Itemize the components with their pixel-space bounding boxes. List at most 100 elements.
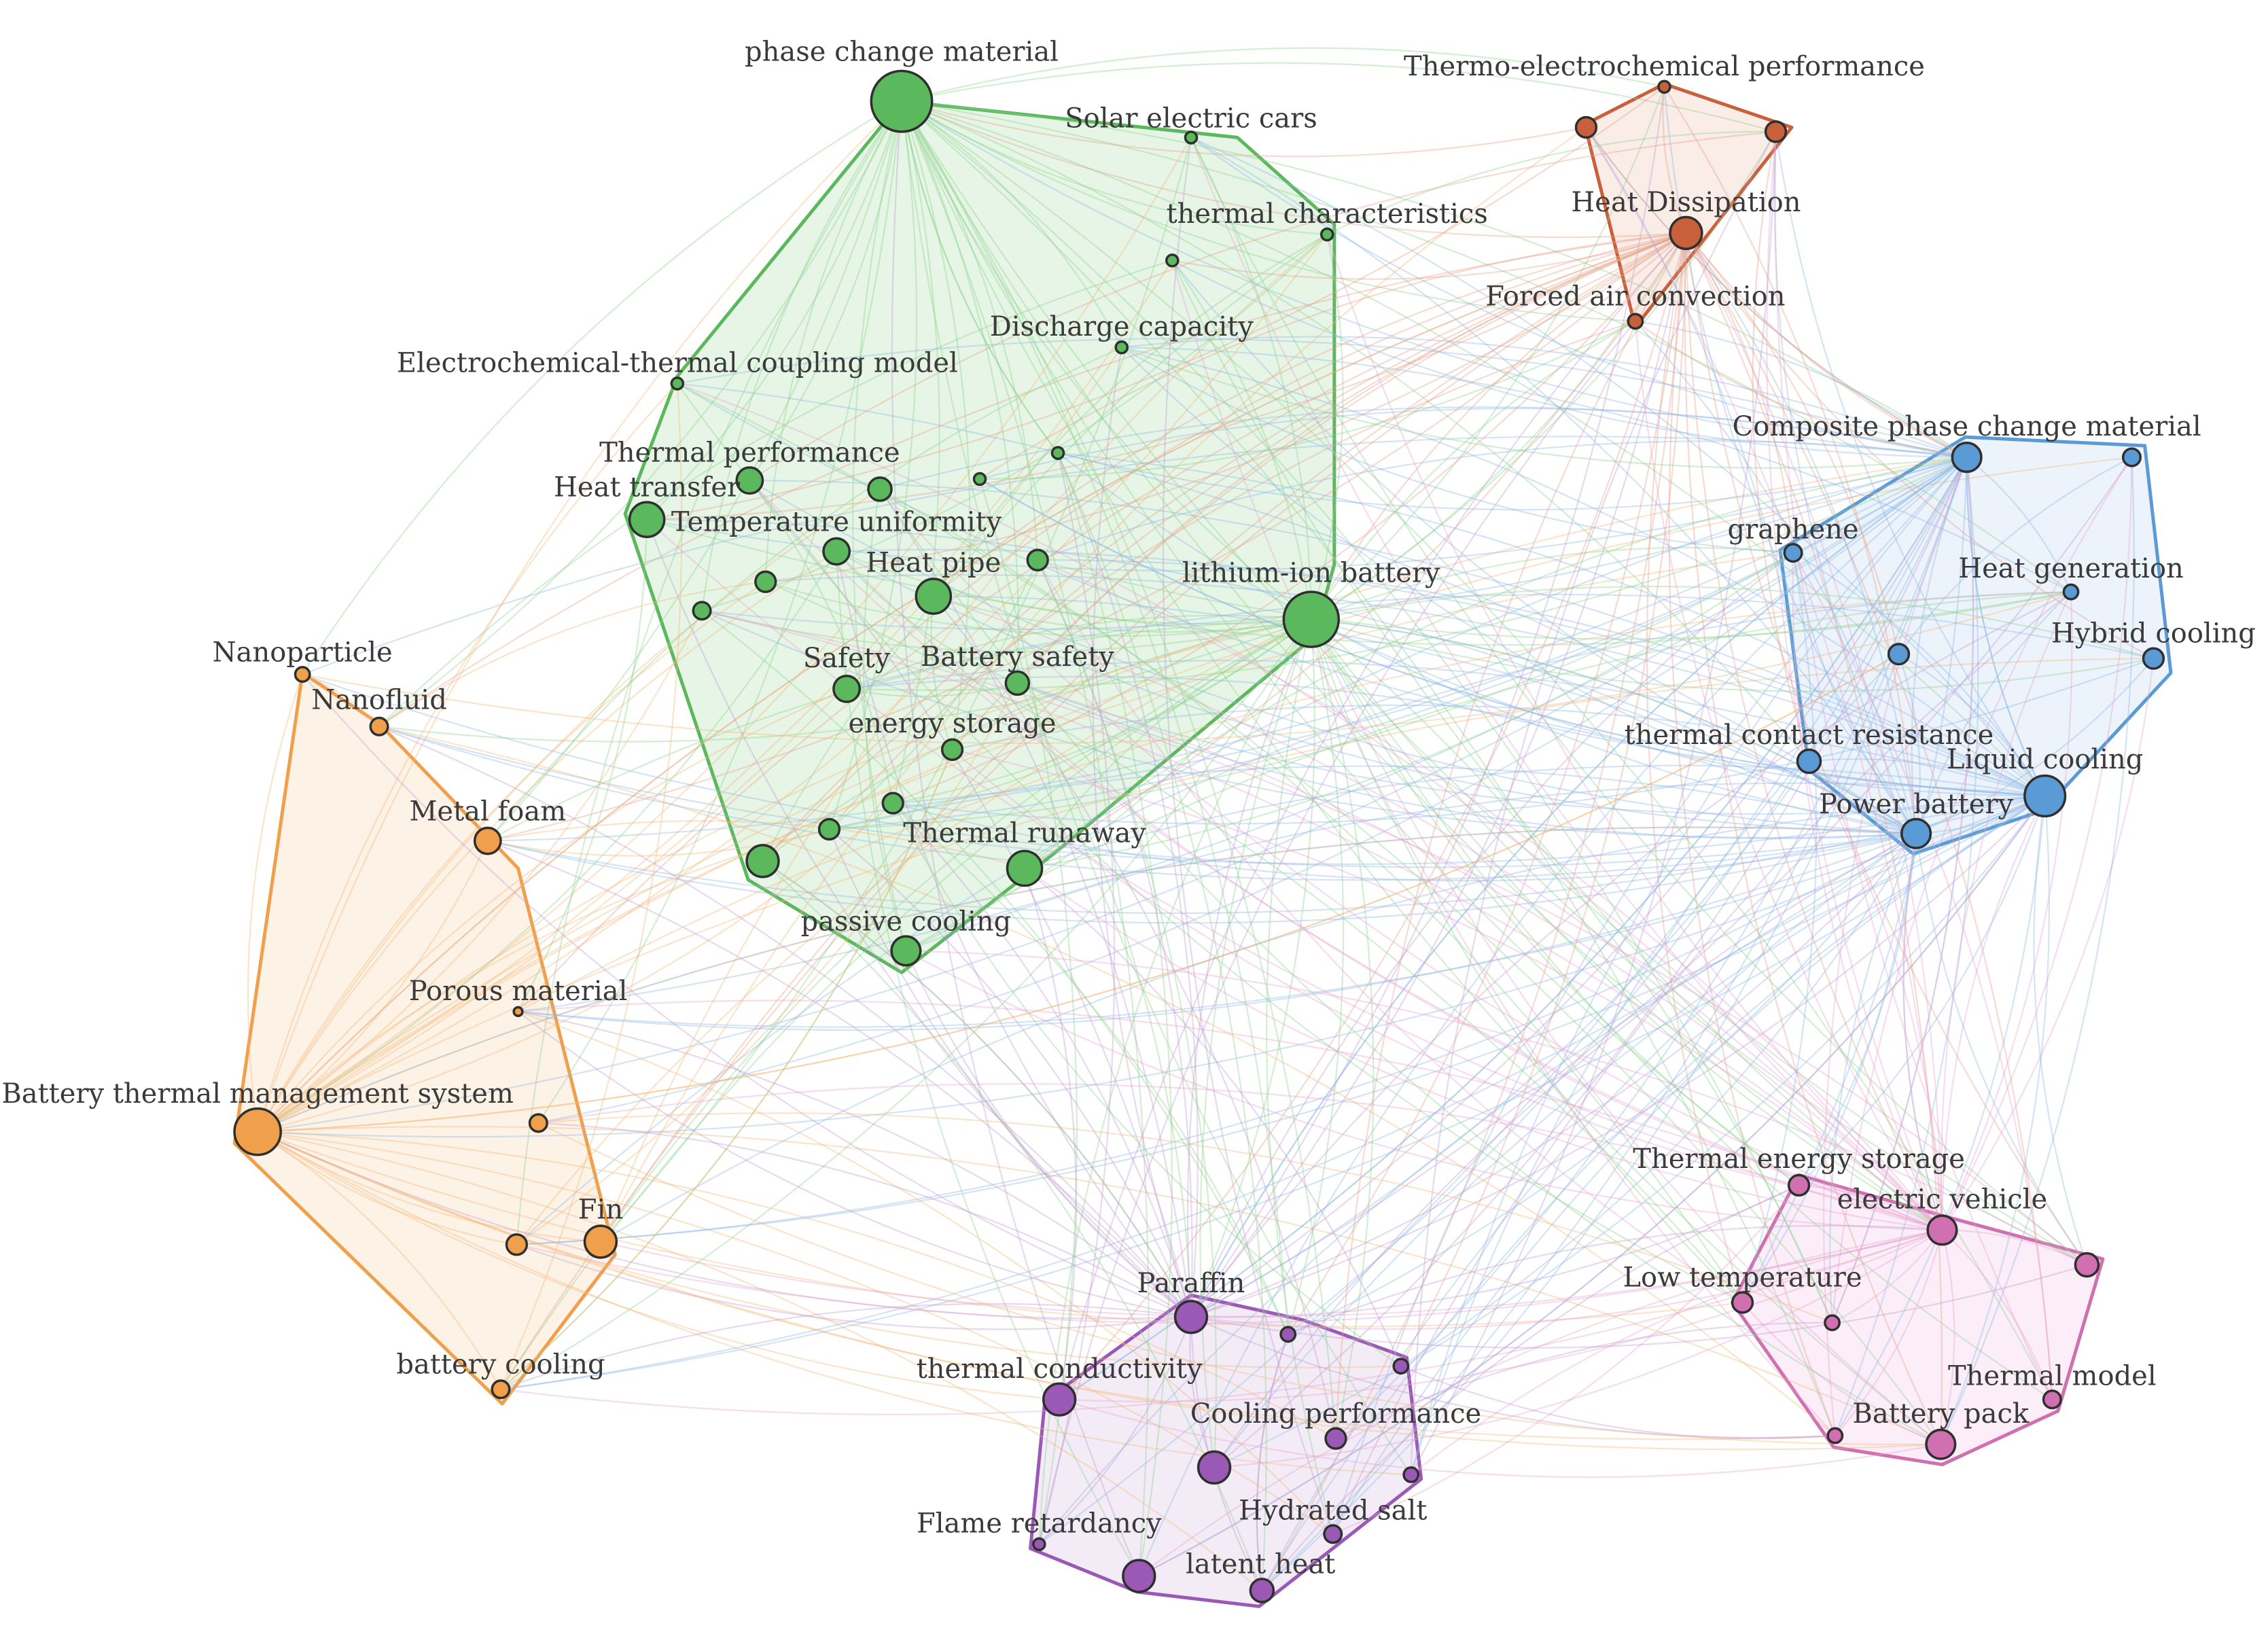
node-thermal-model[interactable] [2042,1389,2062,1410]
edge [1310,619,1943,1231]
edge [893,618,1312,804]
node-fin[interactable] [583,1224,618,1259]
node-electric-vehicle[interactable] [1926,1214,1958,1246]
edge [1120,347,1917,834]
node-unlabeled-2[interactable] [972,472,987,486]
node-unlabeled-7[interactable] [881,792,904,815]
node-thermal-energy-storage[interactable] [1787,1173,1811,1197]
node-forced-air-convection[interactable] [1627,313,1644,330]
edge [378,726,2045,866]
node-power-battery[interactable] [1900,817,1932,849]
node-unlabeled-17[interactable] [1402,1466,1420,1483]
node-unlabeled-23[interactable] [505,1233,529,1256]
node-unlabeled-12[interactable] [2121,447,2142,467]
node-paraffin[interactable] [1173,1300,1209,1334]
node-unlabeled-20[interactable] [1824,1314,1841,1332]
edge [1121,347,1967,469]
node-unlabeled-10[interactable] [1574,116,1598,139]
node-passive-cooling[interactable] [890,935,922,967]
node-lithium-ion-battery[interactable] [1282,590,1341,648]
edge [1741,1302,1941,1445]
node-thermal-characteristics[interactable] [1319,227,1334,242]
node-thermal-runaway[interactable] [1006,849,1044,887]
node-unlabeled-16[interactable] [1324,1427,1347,1450]
node-nanofluid[interactable] [369,716,389,737]
edge [1941,1229,2053,1400]
edge [538,1112,1832,1324]
node-low-temperature[interactable] [1731,1291,1754,1314]
edge [836,548,2046,797]
node-unlabeled-3[interactable] [867,476,893,502]
edge [1057,452,1917,834]
node-thermo-electrochemical-performance[interactable] [1657,79,1671,94]
node-unlabeled-6[interactable] [692,601,712,621]
node-battery-safety[interactable] [1004,670,1031,696]
edge [1038,321,1636,1544]
node-heat-pipe[interactable] [915,578,953,615]
edge [258,653,1900,1133]
edge [1038,1316,1192,1545]
node-composite-pcm[interactable] [1951,442,1983,474]
node-cooling-performance[interactable] [1197,1450,1232,1485]
node-unlabeled-13[interactable] [1887,643,1911,666]
node-unlabeled-18[interactable] [1249,1578,1275,1603]
node-hybrid-cooling[interactable] [2142,647,2165,670]
node-unlabeled-21[interactable] [1826,1427,1844,1444]
node-liquid-cooling[interactable] [2023,774,2067,818]
node-unlabeled-22[interactable] [528,1113,548,1133]
node-unlabeled-0[interactable] [1165,253,1180,268]
edge [1915,658,2155,834]
node-electrochemical-thermal-coupling-model[interactable] [670,376,685,391]
node-thermal-conductivity[interactable] [1042,1382,1077,1417]
edge [1287,619,1345,1335]
edge [1037,559,1218,1468]
edge [302,436,1967,675]
edge [701,609,1917,838]
label-passive-cooling: passive cooling [800,906,1011,938]
edge [1940,1230,1955,1445]
node-heat-dissipation[interactable] [1669,215,1703,251]
node-unlabeled-11[interactable] [1764,120,1788,143]
node-porous-material[interactable] [512,1006,524,1018]
node-thermal-performance[interactable] [735,466,764,495]
node-heat-generation[interactable] [2062,583,2080,601]
edge [1400,833,1917,1367]
node-phase-change-material[interactable] [870,69,934,133]
node-hydrated-salt[interactable] [1323,1524,1343,1544]
node-unlabeled-9[interactable] [745,844,780,879]
node-unlabeled-14[interactable] [1279,1326,1297,1343]
node-thermal-contact-resistance[interactable] [1796,748,1822,775]
node-unlabeled-19[interactable] [2074,1252,2100,1278]
node-solar-electric-cars[interactable] [1184,130,1199,145]
node-discharge-capacity[interactable] [1114,340,1129,355]
node-heat-transfer[interactable] [628,501,666,538]
node-latent-heat[interactable] [1122,1559,1156,1593]
node-unlabeled-4[interactable] [1026,548,1049,571]
edge [1966,457,2046,796]
node-metal-foam[interactable] [473,826,502,855]
node-battery-cooling[interactable] [491,1379,511,1400]
node-graphene[interactable] [1783,543,1803,563]
edge [1685,232,1794,553]
node-safety[interactable] [832,674,861,703]
edge [1024,456,1967,869]
node-unlabeled-8[interactable] [817,817,841,841]
node-nanoparticle[interactable] [294,666,311,683]
label-latent-heat: latent heat [1186,1548,1335,1580]
edge [901,101,1686,238]
edge [980,320,1636,480]
node-battery-pack[interactable] [1925,1428,1957,1460]
node-flame-retardancy[interactable] [1032,1537,1046,1551]
node-unlabeled-5[interactable] [754,570,777,593]
node-unlabeled-1[interactable] [1050,446,1065,460]
edge [1057,452,1967,511]
edge [1187,619,1312,1317]
node-btms[interactable] [233,1107,282,1156]
node-temperature-uniformity[interactable] [822,537,851,566]
edge [879,489,1941,1445]
edge [1332,591,2072,1535]
edge [828,829,1192,1318]
node-energy-storage[interactable] [940,738,964,761]
edge [951,232,1686,751]
node-unlabeled-15[interactable] [1392,1358,1410,1375]
